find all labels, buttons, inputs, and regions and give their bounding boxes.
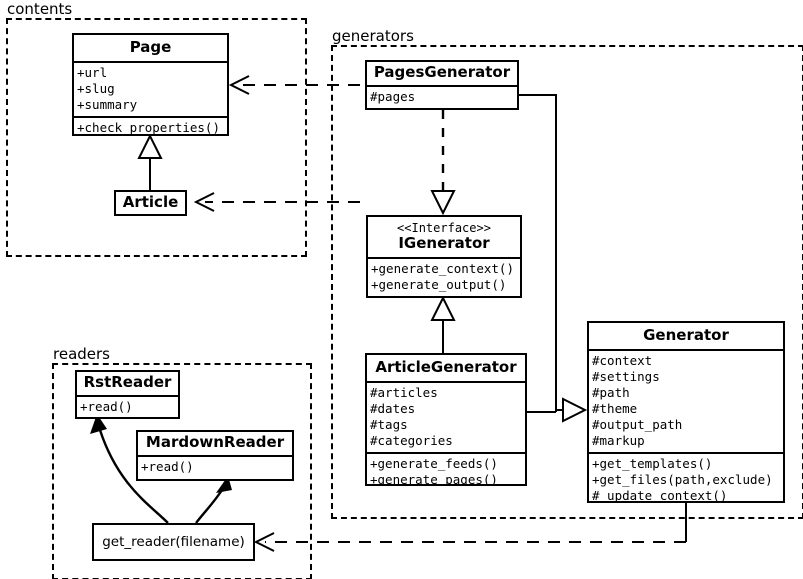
attributes-compartment-pages-generator: #pages [367,87,517,108]
method-item: +generate_output() [371,277,507,292]
compartment-divider [368,257,520,259]
attribute-item: #settings [592,369,660,384]
attributes-compartment-generator: #context #settings #path #theme #output_… [589,351,783,452]
class-name-article: Article [122,193,179,211]
attribute-item: #categories [370,433,453,448]
attribute-item: #output_path [592,417,683,432]
compartment-divider [589,349,783,351]
attribute-item: #articles [370,385,438,400]
attributes-compartment-article-generator: #articles #dates #tags #categories [367,383,525,452]
method-item: +generate_context() [371,261,514,276]
methods-compartment-rst-reader: +read() [77,397,178,417]
method-item: +read() [80,399,133,414]
class-box-igenerator[interactable]: <<Interface>> IGenerator +generate_conte… [366,215,522,298]
compartment-divider [138,455,292,457]
methods-compartment-generator: +get_templates() +get_files(path,exclude… [589,454,783,503]
method-item: +check_properties() [77,120,220,135]
class-box-article-generator[interactable]: ArticleGenerator #articles #dates #tags … [365,353,527,486]
attribute-item: #markup [592,433,645,448]
method-item: +generate_feeds() [370,456,498,471]
method-item: +generate_pages() [370,472,498,486]
attribute-item: #path [592,385,630,400]
class-box-pages-generator[interactable]: PagesGenerator #pages [365,60,519,110]
attribute-item: #dates [370,401,416,416]
method-item: +get_templates() [592,456,713,471]
compartment-divider [74,116,227,118]
class-name-pages-generator: PagesGenerator [373,63,511,81]
compartment-divider [77,395,178,397]
package-label-contents: contents [5,0,75,18]
attribute-item: #context [592,353,653,368]
class-box-page[interactable]: Page +url +slug +summary +check_properti… [72,33,229,136]
compartment-divider [74,61,227,63]
class-name-article-generator: ArticleGenerator [375,358,517,376]
class-stereotype-igenerator: <<Interface>> [397,221,491,235]
attribute-item: +slug [77,81,115,96]
class-box-generator[interactable]: Generator #context #settings #path #them… [587,321,785,503]
methods-compartment-igenerator: +generate_context() +generate_output() [368,259,520,296]
attribute-item: +url [77,65,108,80]
attribute-item: #theme [592,401,638,416]
class-name-igenerator: IGenerator [398,234,490,252]
package-frame-contents [6,18,307,257]
class-box-mardown-reader[interactable]: MardownReader +read() [136,430,294,481]
attribute-item: #tags [370,417,408,432]
class-name-mardown-reader: MardownReader [145,433,285,451]
compartment-divider [589,452,783,454]
class-box-rst-reader[interactable]: RstReader +read() [75,370,180,419]
class-box-article[interactable]: Article [114,190,187,216]
class-name-rst-reader: RstReader [83,373,172,391]
methods-compartment-page: +check_properties() [74,118,227,135]
compartment-divider [367,85,517,87]
methods-compartment-mardown-reader: +read() [138,457,292,478]
package-label-readers: readers [51,345,112,363]
compartment-divider [367,452,525,454]
attribute-item: #pages [370,89,416,104]
compartment-divider [367,381,525,383]
function-box-get-reader[interactable]: get_reader(filename) [92,523,255,561]
method-item: +read() [141,459,194,474]
function-label-get-reader: get_reader(filename) [102,534,245,550]
methods-compartment-article-generator: +generate_feeds() +generate_pages() [367,454,525,486]
method-item: +get_files(path,exclude) [592,472,773,487]
attributes-compartment-page: +url +slug +summary [74,63,227,116]
class-name-page: Page [129,38,172,56]
package-label-generators: generators [330,27,416,45]
attribute-item: +summary [77,97,138,112]
class-name-generator: Generator [643,326,729,344]
method-item: #_update_context() [592,488,728,503]
